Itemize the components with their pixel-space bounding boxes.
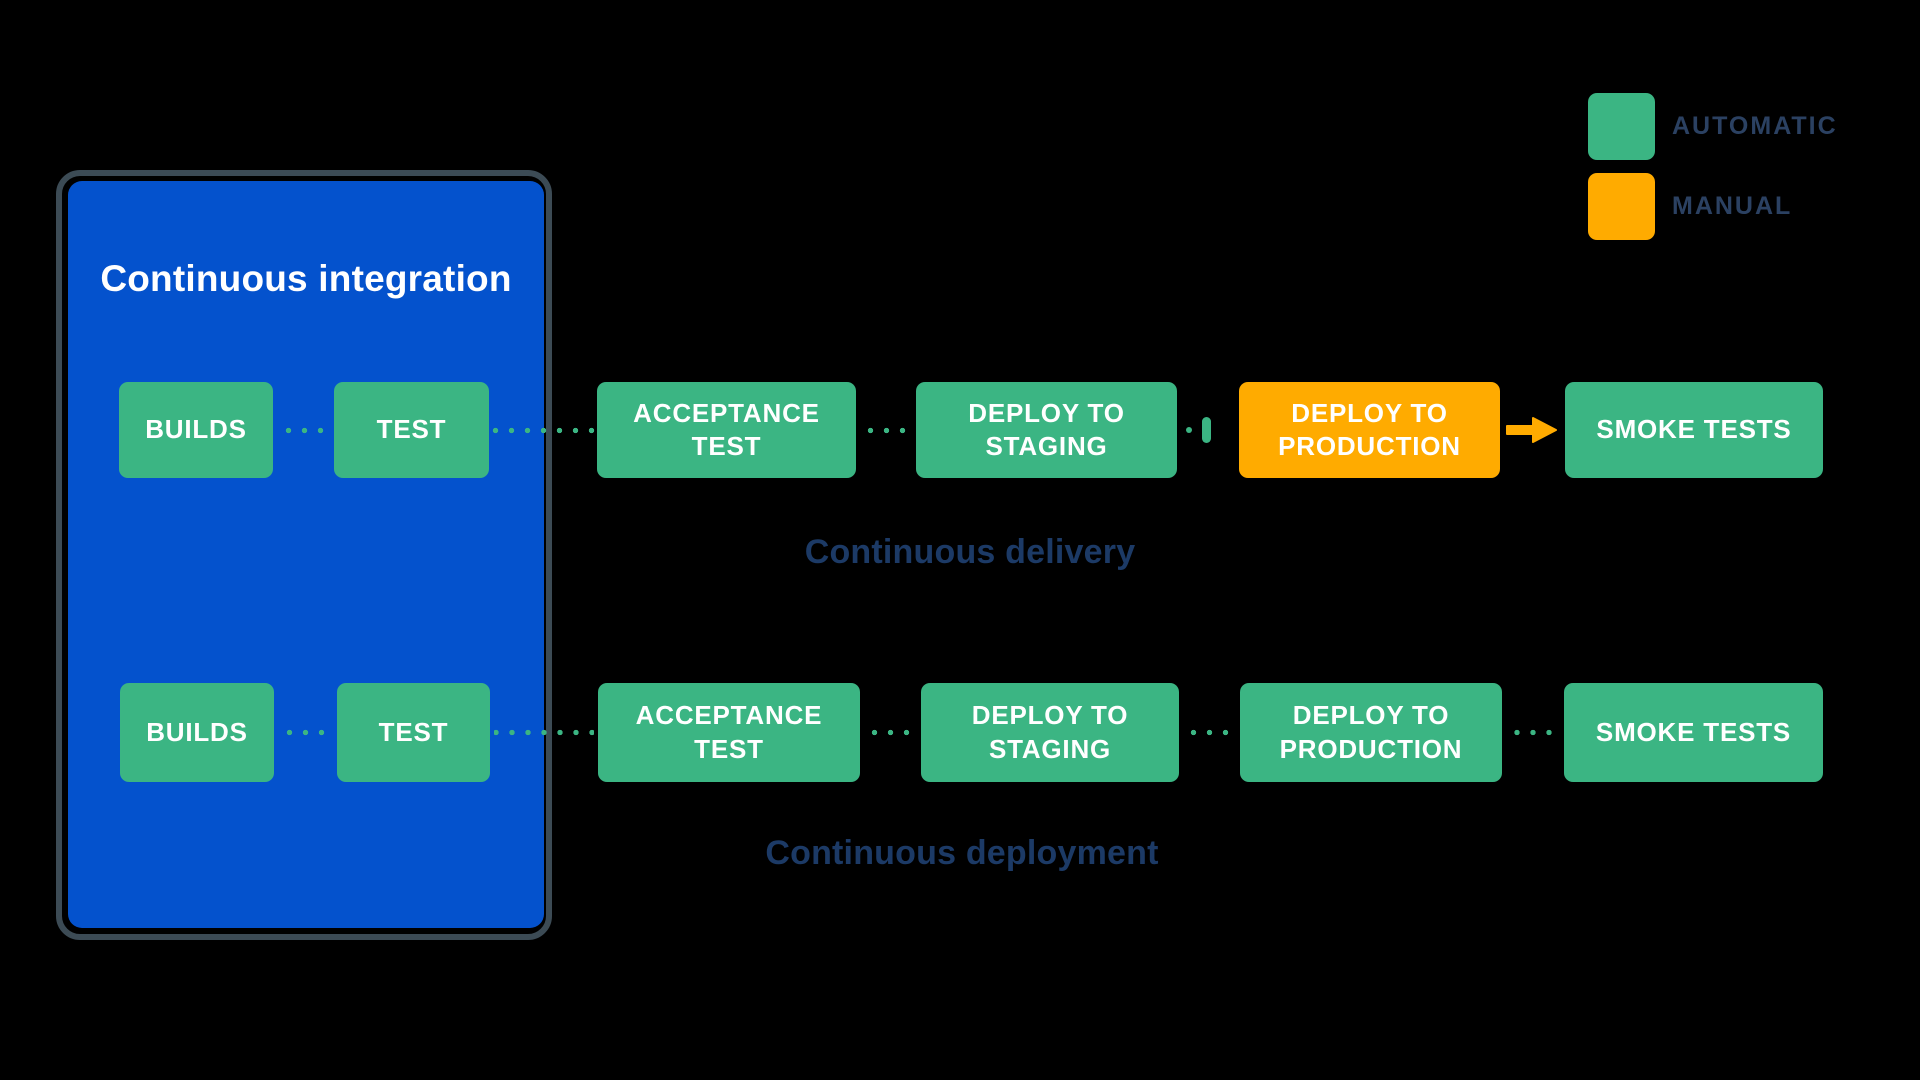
ci-title: Continuous integration [100, 258, 512, 299]
deployment-deploy-staging-box: DEPLOY TO STAGING [921, 683, 1179, 782]
dotted-connector [278, 729, 333, 736]
deployment-acceptance-test-box: ACCEPTANCE TEST [598, 683, 860, 782]
delivery-deploy-production-box: DEPLOY TO PRODUCTION [1239, 382, 1500, 478]
deployment-smoke-tests-box: SMOKE TESTS [1564, 683, 1823, 782]
deployment-test-box: TEST [337, 683, 490, 782]
continuous-delivery-caption: Continuous delivery [804, 533, 1136, 571]
delivery-acceptance-test-box: ACCEPTANCE TEST [597, 382, 856, 478]
dotted-connector [277, 427, 332, 434]
delivery-smoke-tests-box: SMOKE TESTS [1565, 382, 1823, 478]
legend-automatic-swatch [1588, 93, 1655, 160]
dotted-connector [1505, 729, 1561, 736]
delivery-test-box: TEST [334, 382, 489, 478]
dotted-connector [494, 729, 594, 736]
deployment-builds-box: BUILDS [120, 683, 274, 782]
legend-manual-label: MANUAL [1672, 192, 1793, 220]
legend-automatic-label: AUTOMATIC [1672, 112, 1838, 140]
manual-gate-dot [1186, 427, 1192, 433]
dotted-connector [859, 427, 914, 434]
dotted-connector [863, 729, 918, 736]
delivery-builds-box: BUILDS [119, 382, 273, 478]
dotted-connector [1182, 729, 1237, 736]
ci-box [68, 181, 544, 928]
manual-deploy-arrow-icon [1506, 417, 1557, 443]
delivery-deploy-staging-box: DEPLOY TO STAGING [916, 382, 1177, 478]
legend-manual-swatch [1588, 173, 1655, 240]
dotted-connector [492, 427, 595, 434]
ci-box-outline [56, 170, 552, 940]
manual-gate-pause-icon [1202, 417, 1211, 443]
deployment-deploy-production-box: DEPLOY TO PRODUCTION [1240, 683, 1502, 782]
continuous-deployment-caption: Continuous deployment [765, 834, 1159, 872]
